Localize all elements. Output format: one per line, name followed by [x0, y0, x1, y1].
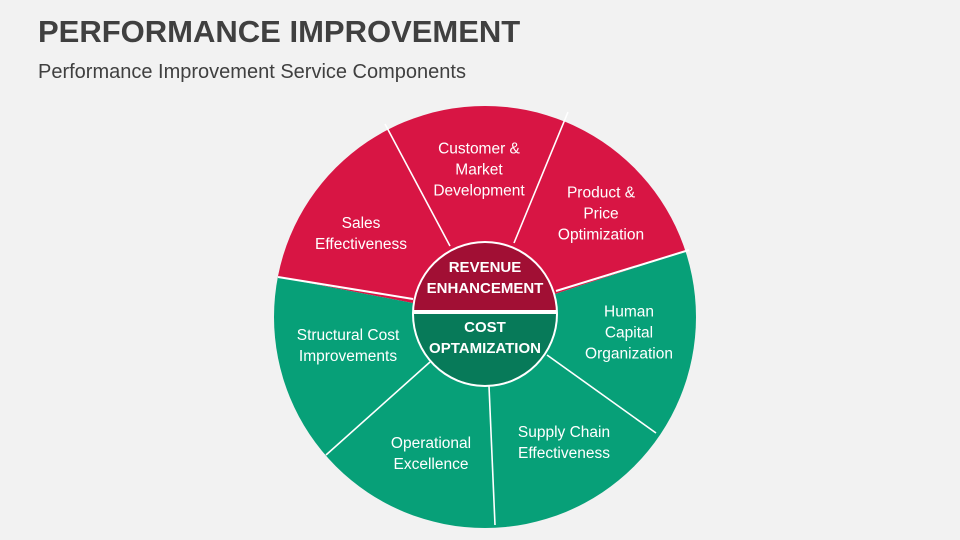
revenue-label-line1: REVENUE — [448, 259, 522, 276]
segment-label-line: Capital — [604, 324, 654, 342]
segment-label-line: Price — [583, 205, 619, 223]
segment-label-line: Sales — [341, 215, 381, 232]
segment-label-line: Product & — [566, 184, 636, 202]
segment-label-line: Customer & — [438, 140, 520, 158]
page-subtitle: Performance Improvement Service Componen… — [38, 61, 466, 83]
page-title: PERFORMANCE IMPROVEMENT — [38, 14, 521, 49]
segment-label-line: Effectiveness — [518, 445, 610, 462]
cost-label-line2: OPTAMIZATION — [429, 340, 541, 357]
segment-label-line: Optimization — [557, 226, 645, 244]
segment-label-line: Operational — [390, 435, 472, 452]
segment-label-line: Structural Cost — [296, 327, 400, 344]
segment-label-line: Improvements — [298, 348, 398, 365]
cost-label-line1: COST — [464, 319, 506, 336]
segment-label-line: Development — [433, 182, 525, 200]
segment-label-line: Organization — [585, 345, 673, 363]
segment-dividers — [277, 111, 690, 526]
revenue-enhancement-label: REVENUE ENHANCEMENT — [427, 257, 544, 299]
segment-label-line: Human — [604, 303, 654, 321]
segment-label-line: Effectiveness — [315, 236, 407, 253]
segment-label-line: Market — [455, 161, 503, 179]
segment-label-line: Supply Chain — [517, 424, 611, 441]
cost-optimization-label: COST OPTAMIZATION — [429, 317, 541, 359]
revenue-label-line2: ENHANCEMENT — [426, 280, 544, 297]
segment-label-line: Excellence — [393, 456, 469, 473]
